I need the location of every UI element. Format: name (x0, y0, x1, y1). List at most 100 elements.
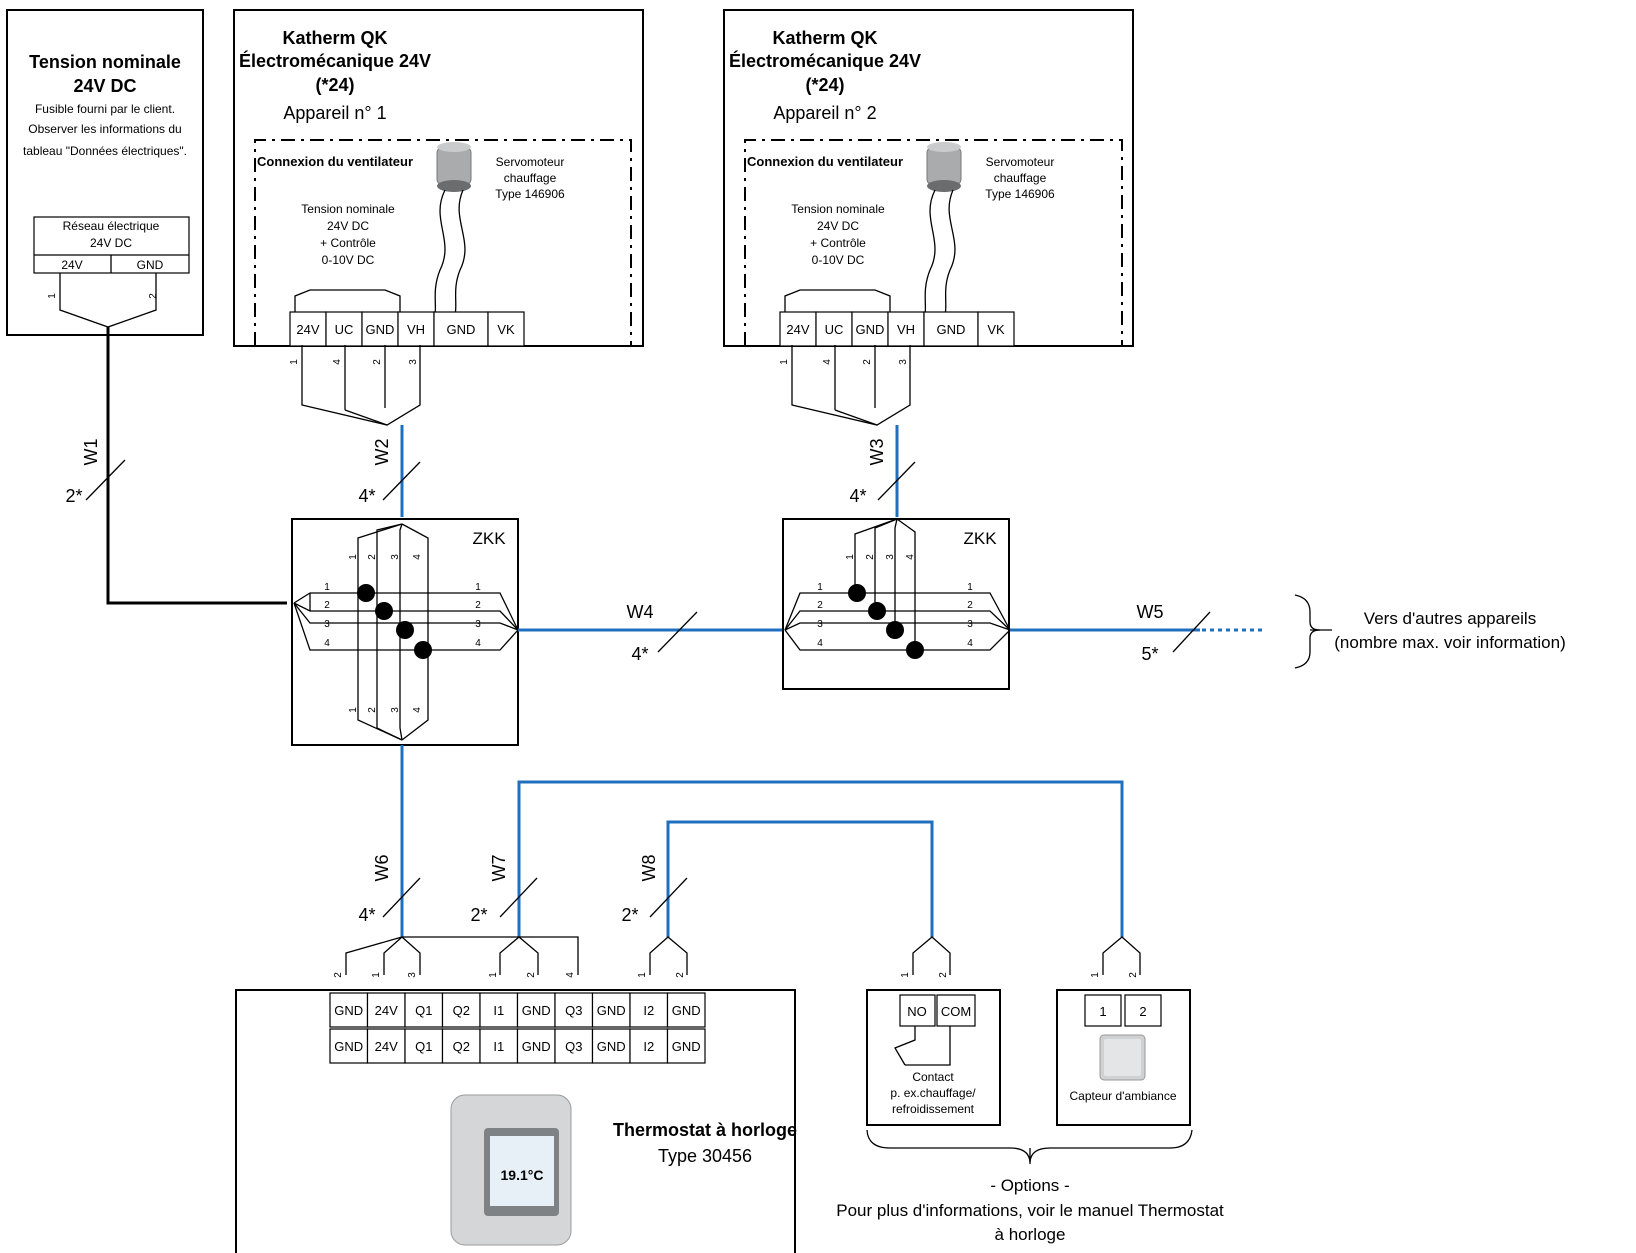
contact-pin-2: 2 (938, 972, 949, 978)
w4-count: 4* (631, 644, 648, 664)
device1-subtitle: Appareil n° 1 (283, 103, 386, 123)
w7-label: W7 (489, 855, 509, 882)
zkk-pin-number: 4 (412, 554, 423, 560)
terminal-label: VK (987, 322, 1005, 337)
zkk-pin-number: 1 (348, 707, 359, 713)
device2-fan-label: Connexion du ventilateur (747, 154, 903, 169)
w1-count: 2* (65, 486, 82, 506)
contact-box: 1 2 NO COM Contact p. ex.chauffage/ refr… (866, 936, 1001, 1126)
wire-w7 (517, 780, 1124, 937)
power-note-3: tableau "Données électriques". (23, 144, 187, 158)
device1-title-2: Électromécanique 24V (239, 50, 431, 71)
device2-volt-3: + Contrôle (810, 236, 866, 250)
sensor-pin-1: 1 (1090, 972, 1101, 978)
device1-title-3: (*24) (315, 75, 354, 95)
thermostat-title: Thermostat à horloge (613, 1120, 797, 1140)
w8-label: W8 (639, 855, 659, 882)
w2-slash (382, 461, 421, 501)
thermostat-device-icon: 19.1°C (450, 1094, 572, 1246)
zkk-pin-number: 1 (845, 554, 856, 560)
contact-label-3: refroidissement (892, 1102, 975, 1116)
device2-servo-1: Servomoteur (986, 155, 1055, 169)
power-note-1: Fusible fourni par le client. (35, 102, 175, 116)
zkk-pin-number: 3 (885, 554, 896, 560)
power-title-1: Tension nominale (29, 52, 181, 72)
device1-servo-2: chauffage (504, 171, 557, 185)
device1-servo-1: Servomoteur (496, 155, 565, 169)
power-pin-2: 2 (148, 293, 159, 299)
thermostat-terminal (629, 1028, 669, 1064)
other-devices-1: Vers d'autres appareils (1364, 609, 1536, 628)
thermostat-display: 19.1°C (501, 1167, 544, 1183)
terminal-label: 24V (296, 322, 319, 337)
junction-dot (396, 621, 414, 639)
options-text-1: Pour plus d'informations, voir le manuel… (836, 1201, 1224, 1220)
terminal-cell (851, 311, 889, 347)
w3-slash (877, 461, 916, 501)
pin-number: 2 (372, 359, 383, 365)
zkk-pin-number: 4 (475, 638, 481, 649)
grid-label-2: 24V DC (90, 236, 132, 250)
zkk-pin-number: 3 (390, 554, 401, 560)
terminal-label: UC (825, 322, 844, 337)
thermostat-terminal (554, 992, 594, 1028)
zkk-pin-number: 2 (475, 600, 481, 611)
terminal-cell (977, 311, 1015, 347)
terminal-cell (325, 311, 363, 347)
pin-number: 4 (822, 359, 833, 365)
zkk-pin-number: 2 (367, 707, 378, 713)
sensor-label: Capteur d'ambiance (1069, 1089, 1176, 1103)
device2-title-1: Katherm QK (772, 28, 877, 48)
thermostat-terminal-label: 24V (375, 1003, 398, 1018)
w6-label: W6 (372, 855, 392, 882)
pin-number: 1 (289, 359, 300, 365)
power-supply-box: Tension nominale 24V DC Fusible fourni p… (6, 9, 204, 336)
device1-volt-1: Tension nominale (301, 202, 395, 216)
device2-title-3: (*24) (805, 75, 844, 95)
contact-pin-1: 1 (900, 972, 911, 978)
thermostat-terminal (666, 992, 706, 1028)
zkk-pin-number: 4 (905, 554, 916, 560)
other-devices-2: (nombre max. voir information) (1334, 633, 1565, 652)
w3-label: W3 (867, 439, 887, 466)
zkk-pin-number: 2 (865, 554, 876, 560)
zkk-pin-number: 2 (967, 600, 973, 611)
thermostat-terminal-label: GND (334, 1039, 363, 1054)
zkk-pin-number: 3 (967, 619, 973, 630)
zkk-pin-number: 3 (475, 619, 481, 630)
w5-label: W5 (1137, 602, 1164, 622)
junction-dot (906, 641, 924, 659)
thermostat-terminal (329, 992, 369, 1028)
zkk-pin-number: 2 (367, 554, 378, 560)
thermostat-terminal-label: Q2 (453, 1039, 470, 1054)
zkk-pin-number: 4 (412, 707, 423, 713)
thermostat-terminal-label: GND (597, 1003, 626, 1018)
thermostat-terminal-label: Q3 (565, 1003, 582, 1018)
w8-slash (649, 877, 688, 918)
thermostat-terminal (479, 992, 519, 1028)
w2-label: W2 (372, 439, 392, 466)
junction-dot (848, 584, 866, 602)
device2-title-2: Électromécanique 24V (729, 50, 921, 71)
w4-label: W4 (627, 602, 654, 622)
room-sensor-icon (1099, 1034, 1146, 1081)
thermostat-pin-number: 2 (526, 972, 537, 978)
zkk-pin-number: 1 (324, 582, 330, 593)
device1-volt-2: 24V DC (327, 219, 369, 233)
power-title-2: 24V DC (73, 76, 136, 96)
terminal-cell (433, 311, 489, 347)
terminal-label: 24V (786, 322, 809, 337)
w1-slash (85, 459, 126, 501)
thermostat-terminal (516, 992, 556, 1028)
thermostat-terminal-label: I1 (493, 1003, 504, 1018)
thermostat-terminal-label: GND (672, 1039, 701, 1054)
contact-terminal-com: COM (941, 1004, 971, 1019)
wire-w8 (666, 820, 934, 937)
terminal-label: UC (335, 322, 354, 337)
thermostat-pin-number: 1 (637, 972, 648, 978)
terminal-cell (487, 311, 525, 347)
